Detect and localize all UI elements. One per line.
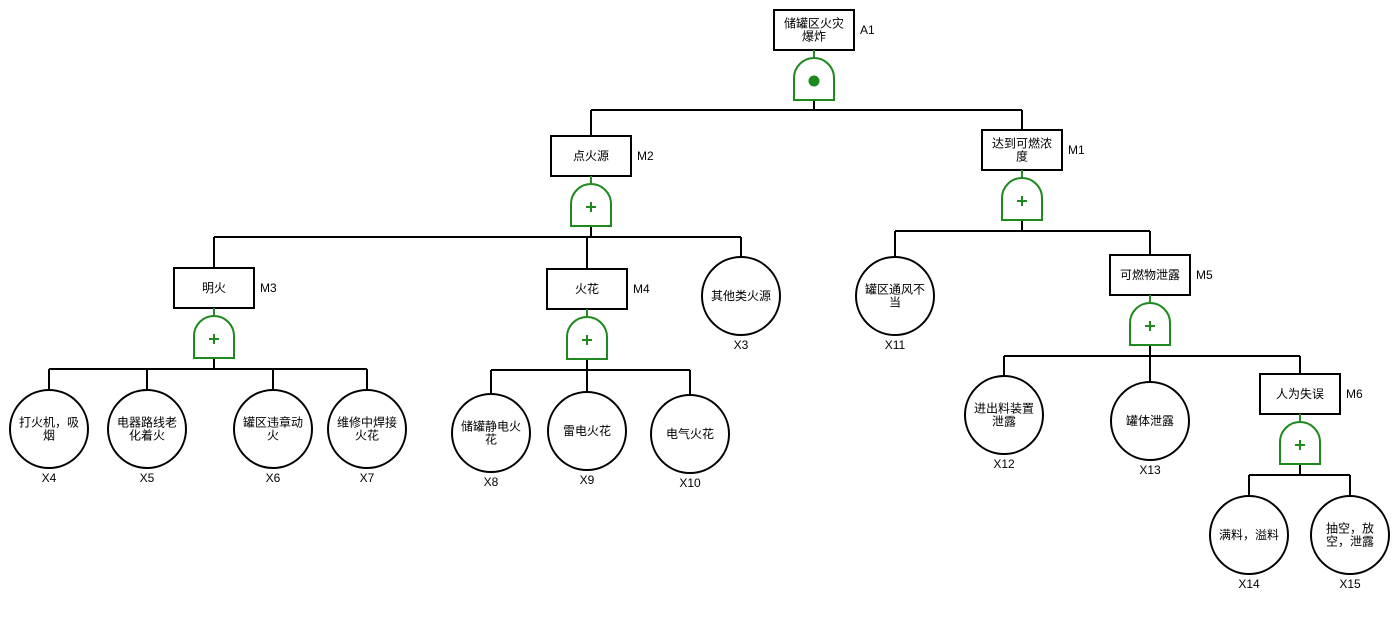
event-code: X9 — [580, 473, 595, 487]
event-code: M4 — [633, 282, 650, 296]
basic-event-x9[interactable]: 雷电火花 X9 — [547, 391, 627, 487]
basic-event-circle[interactable] — [233, 389, 313, 469]
intermediate-event-m3[interactable]: 明火 M3 — [173, 267, 277, 359]
intermediate-event-m5[interactable]: 可燃物泄露 M5 — [1109, 254, 1213, 346]
event-label: 火花 — [355, 428, 379, 443]
event-code: A1 — [860, 23, 875, 37]
basic-event-circle[interactable] — [650, 394, 730, 474]
event-code: X3 — [734, 338, 749, 352]
event-label: 烟 — [43, 429, 55, 443]
event-label: 爆炸 — [802, 30, 826, 44]
event-label: 电气火花 — [666, 426, 714, 441]
intermediate-event-m6[interactable]: 人为失误 M6 — [1259, 373, 1363, 465]
event-code: M6 — [1346, 387, 1363, 401]
event-label: 储罐区火灾 — [784, 16, 844, 31]
event-label: 点火源 — [573, 149, 609, 163]
basic-event-x10[interactable]: 电气火花 X10 — [650, 394, 730, 490]
event-label: 泄露 — [992, 415, 1016, 429]
event-code: X11 — [885, 338, 906, 352]
event-label: 满料，溢料 — [1219, 528, 1279, 542]
event-label: 打火机，吸 — [19, 416, 79, 430]
event-box[interactable] — [546, 268, 628, 310]
event-box[interactable] — [981, 129, 1063, 171]
event-label: 达到可燃浓 — [992, 136, 1052, 151]
basic-event-x3[interactable]: 其他类火源 X3 — [701, 256, 781, 352]
event-label: 罐区违章动 — [243, 415, 303, 430]
basic-event-circle[interactable] — [1209, 495, 1289, 575]
connector-lines — [48, 101, 1351, 496]
event-label: 当 — [889, 296, 901, 310]
event-code: X15 — [1339, 577, 1361, 591]
basic-event-circle[interactable] — [547, 391, 627, 471]
event-label: 花 — [485, 432, 497, 447]
basic-event-circle[interactable] — [855, 256, 935, 336]
basic-event-circle[interactable] — [1110, 381, 1190, 461]
basic-event-x14[interactable]: 满料，溢料 X14 — [1209, 495, 1289, 591]
event-code: X4 — [42, 471, 57, 485]
event-label: 可燃物泄露 — [1120, 267, 1180, 282]
event-code: X10 — [679, 476, 701, 490]
event-label: 储罐静电火 — [461, 419, 521, 434]
event-code: X12 — [993, 457, 1015, 471]
event-code: X5 — [140, 471, 155, 485]
event-box[interactable] — [1259, 373, 1341, 415]
event-label: 人为失误 — [1276, 386, 1324, 401]
event-label: 罐体泄露 — [1126, 414, 1174, 428]
basic-event-circle[interactable] — [451, 393, 531, 473]
basic-event-x13[interactable]: 罐体泄露 X13 — [1110, 381, 1190, 477]
or-gate-plus-icon — [1145, 321, 1155, 331]
or-gate-plus-icon — [582, 335, 592, 345]
event-code: M1 — [1068, 143, 1085, 157]
event-box[interactable] — [773, 9, 855, 51]
event-label: 其他类火源 — [711, 289, 771, 303]
basic-event-circle[interactable] — [9, 389, 89, 469]
event-label: 电器路线老 — [117, 415, 177, 430]
basic-event-x15[interactable]: 抽空，放空，泄露 X15 — [1310, 495, 1390, 591]
event-label: 化着火 — [129, 428, 165, 443]
basic-event-circle[interactable] — [107, 389, 187, 469]
event-label: 火花 — [575, 281, 599, 296]
or-gate-plus-icon — [209, 334, 219, 344]
event-label: 抽空，放 — [1326, 521, 1374, 536]
event-code: M2 — [637, 149, 654, 163]
event-code: X6 — [266, 471, 281, 485]
basic-event-circle[interactable] — [701, 256, 781, 336]
event-code: X7 — [360, 471, 375, 485]
intermediate-event-m2[interactable]: 点火源 M2 — [550, 135, 654, 227]
basic-event-circle[interactable] — [964, 375, 1044, 455]
event-label: 度 — [1016, 149, 1028, 164]
or-gate-plus-icon — [1017, 196, 1027, 206]
and-gate-dot-icon — [808, 75, 820, 87]
event-code: X13 — [1139, 463, 1161, 477]
event-code: X14 — [1238, 577, 1260, 591]
or-gate-plus-icon — [586, 202, 596, 212]
event-label: 明火 — [202, 281, 226, 295]
basic-event-x4[interactable]: 打火机，吸烟 X4 — [9, 389, 89, 485]
event-code: M5 — [1196, 268, 1213, 282]
event-label: 维修中焊接 — [337, 415, 397, 430]
event-label: 进出料装置 — [974, 402, 1034, 416]
basic-event-circle[interactable] — [1310, 495, 1390, 575]
event-code: M3 — [260, 281, 277, 295]
event-code: X8 — [484, 475, 499, 489]
event-label: 雷电火花 — [563, 423, 611, 438]
event-box[interactable] — [173, 267, 255, 309]
event-label: 火 — [267, 429, 279, 443]
event-label: 罐区通风不 — [865, 283, 925, 297]
intermediate-event-m4[interactable]: 火花 M4 — [546, 268, 650, 360]
event-label: 空，泄露 — [1326, 535, 1374, 549]
basic-event-circle[interactable] — [327, 389, 407, 469]
or-gate-plus-icon — [1295, 440, 1305, 450]
